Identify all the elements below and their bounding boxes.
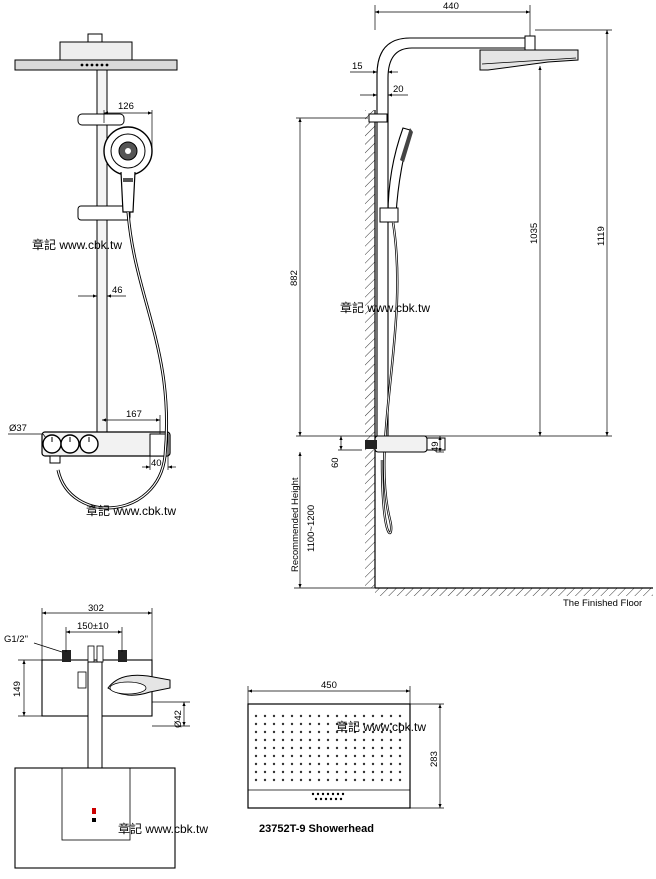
plan-dim-centers-label: 150±10	[77, 621, 109, 632]
dim-knob-diameter-label: Ø37	[9, 423, 27, 434]
floor-label: The Finished Floor	[563, 598, 642, 609]
showerhead-view: 450 283 章記 www.cbk.tw 23752T-9 Showerhea…	[247, 680, 444, 835]
dim-arm-pipe-label: 15	[352, 61, 363, 72]
valve-outlet	[149, 433, 169, 457]
showerhead-top-housing	[59, 41, 133, 61]
recommended-height-value: 1100~1200	[306, 505, 317, 552]
wall-hatching	[365, 110, 375, 588]
watermark-side: 章記 www.cbk.tw	[340, 300, 430, 315]
dim-valve-label: 167	[126, 409, 142, 420]
wall-bracket-upper	[77, 113, 125, 126]
head-dim-height-label: 283	[429, 751, 440, 767]
watermark-front-upper: 章記 www.cbk.tw	[32, 237, 122, 252]
side-view: The Finished Floor 440 15 20	[289, 1, 653, 609]
dim-bar-offset-label: 46	[112, 285, 123, 296]
watermark-front-lower: 章記 www.cbk.tw	[86, 503, 176, 518]
plan-dim-thread-label: G1/2"	[4, 634, 28, 645]
watermark-plan: 章記 www.cbk.tw	[118, 821, 208, 836]
dim-valve-60-label: 60	[330, 457, 341, 468]
head-dim-width-label: 450	[321, 680, 337, 691]
valve-knob-middle	[60, 434, 80, 454]
dim-height-1119-label: 1119	[596, 226, 607, 246]
dim-bar-pipe-label: 20	[393, 84, 404, 95]
dim-valve-49-label: 49	[430, 441, 441, 452]
plan-view: 302 150±10 G1/2" 149 Ø42 章記 www.cbk.tw	[4, 603, 208, 869]
showerhead-nozzles	[80, 63, 109, 67]
showerhead-top-cap	[87, 33, 103, 43]
watermark-head: 章記 www.cbk.tw	[336, 719, 426, 734]
dim-handshower-label: 126	[118, 101, 134, 112]
side-showerhead	[479, 49, 579, 71]
showerhead-front-nozzles	[311, 792, 345, 801]
dim-height-882-label: 882	[289, 270, 300, 286]
recommended-height-label: Recommended Height	[290, 477, 301, 572]
plan-dim-width-label: 302	[88, 603, 104, 614]
plan-dim-depth-label: 149	[12, 681, 23, 697]
plan-dim-diameter-label: Ø42	[173, 710, 184, 728]
side-riser-arm	[376, 37, 529, 441]
valve-knob-right	[79, 434, 99, 454]
dim-height-1035-label: 1035	[529, 223, 540, 244]
showerhead-caption: 23752T-9 Showerhead	[259, 823, 374, 835]
slider-bracket	[77, 205, 131, 221]
dim-outlet-label: 40	[151, 458, 162, 469]
showerhead-nozzle-field	[254, 710, 404, 784]
side-valve	[374, 435, 428, 453]
floor-hatching	[375, 588, 653, 596]
front-view: 126 46 167 40 Ø37 章記 www.cbk.tw 章記 www.c…	[8, 33, 178, 518]
dim-reach-label: 440	[443, 1, 459, 12]
